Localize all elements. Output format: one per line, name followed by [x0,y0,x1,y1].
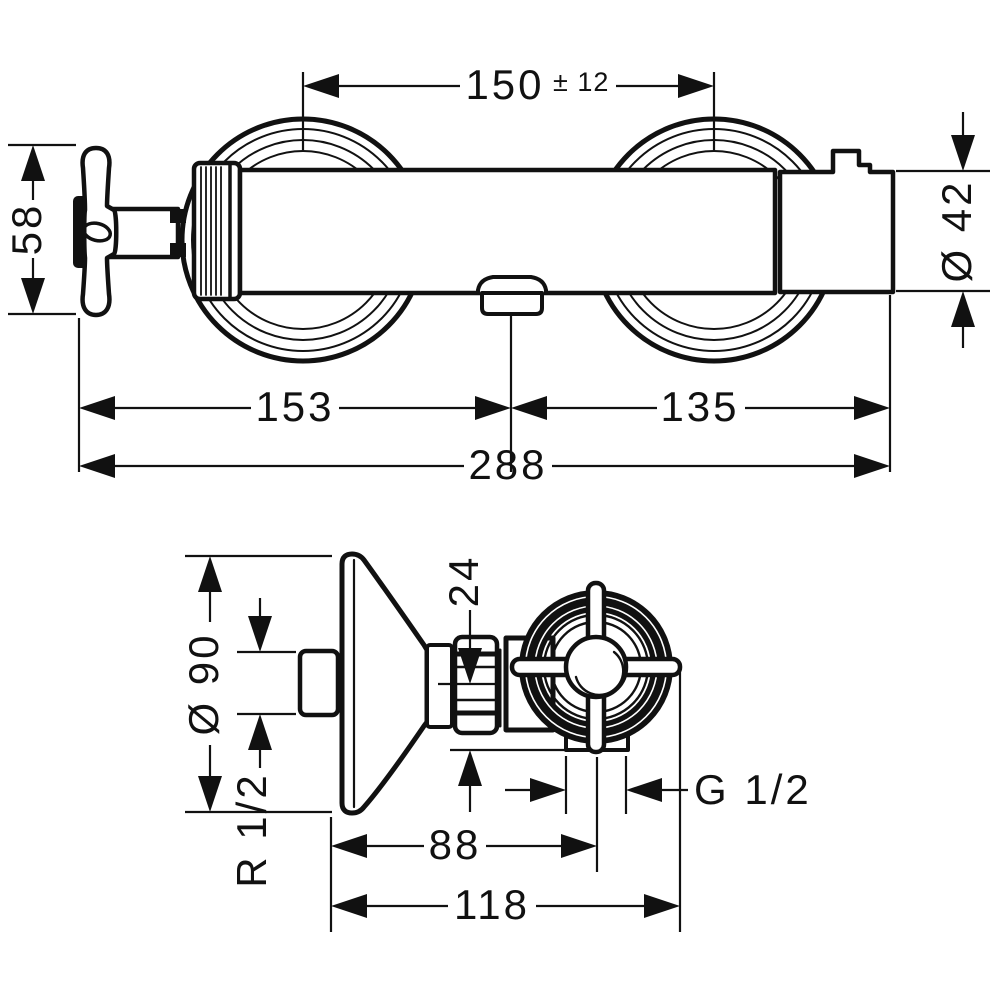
dim-wall-thread-label: R 1/2 [228,772,275,887]
bell-neck [425,643,454,729]
dim-handle-width-label: 58 [3,203,50,256]
dim-spacing-label: 150 [465,61,544,108]
dim-spacing-tolerance: ± 12 [553,67,609,97]
body-end-cap [777,148,896,295]
bell-escutcheon [339,551,430,816]
cross-handle-profile [73,145,119,318]
dim-escutcheon-diameter-label: Ø 90 [180,632,227,735]
dim-right-span-label: 135 [660,383,739,430]
handle-hub-hole [81,221,113,243]
top-view [73,116,896,364]
wall-nipple [297,648,341,718]
dimension-annotations: 150 ± 12 58 Ø 42 153 135 288 Ø 90 24 R 1… [3,61,990,932]
dim-depth-center-label: 88 [429,821,482,868]
mixer-body [237,167,778,296]
body-collar [191,160,243,302]
dim-left-span-label: 153 [255,383,334,430]
outlet-port [476,275,548,316]
dim-total-width-label: 288 [468,441,547,488]
dim-outlet-thread-label: G 1/2 [694,766,812,813]
handle-hub [563,634,629,700]
dim-total-depth-label: 118 [454,881,530,928]
side-view [297,551,683,816]
handle-stem [107,206,186,260]
cross-handle-front [509,580,683,755]
dim-nut-width-label: 24 [440,555,487,608]
dim-body-diameter-label: Ø 42 [933,179,980,282]
